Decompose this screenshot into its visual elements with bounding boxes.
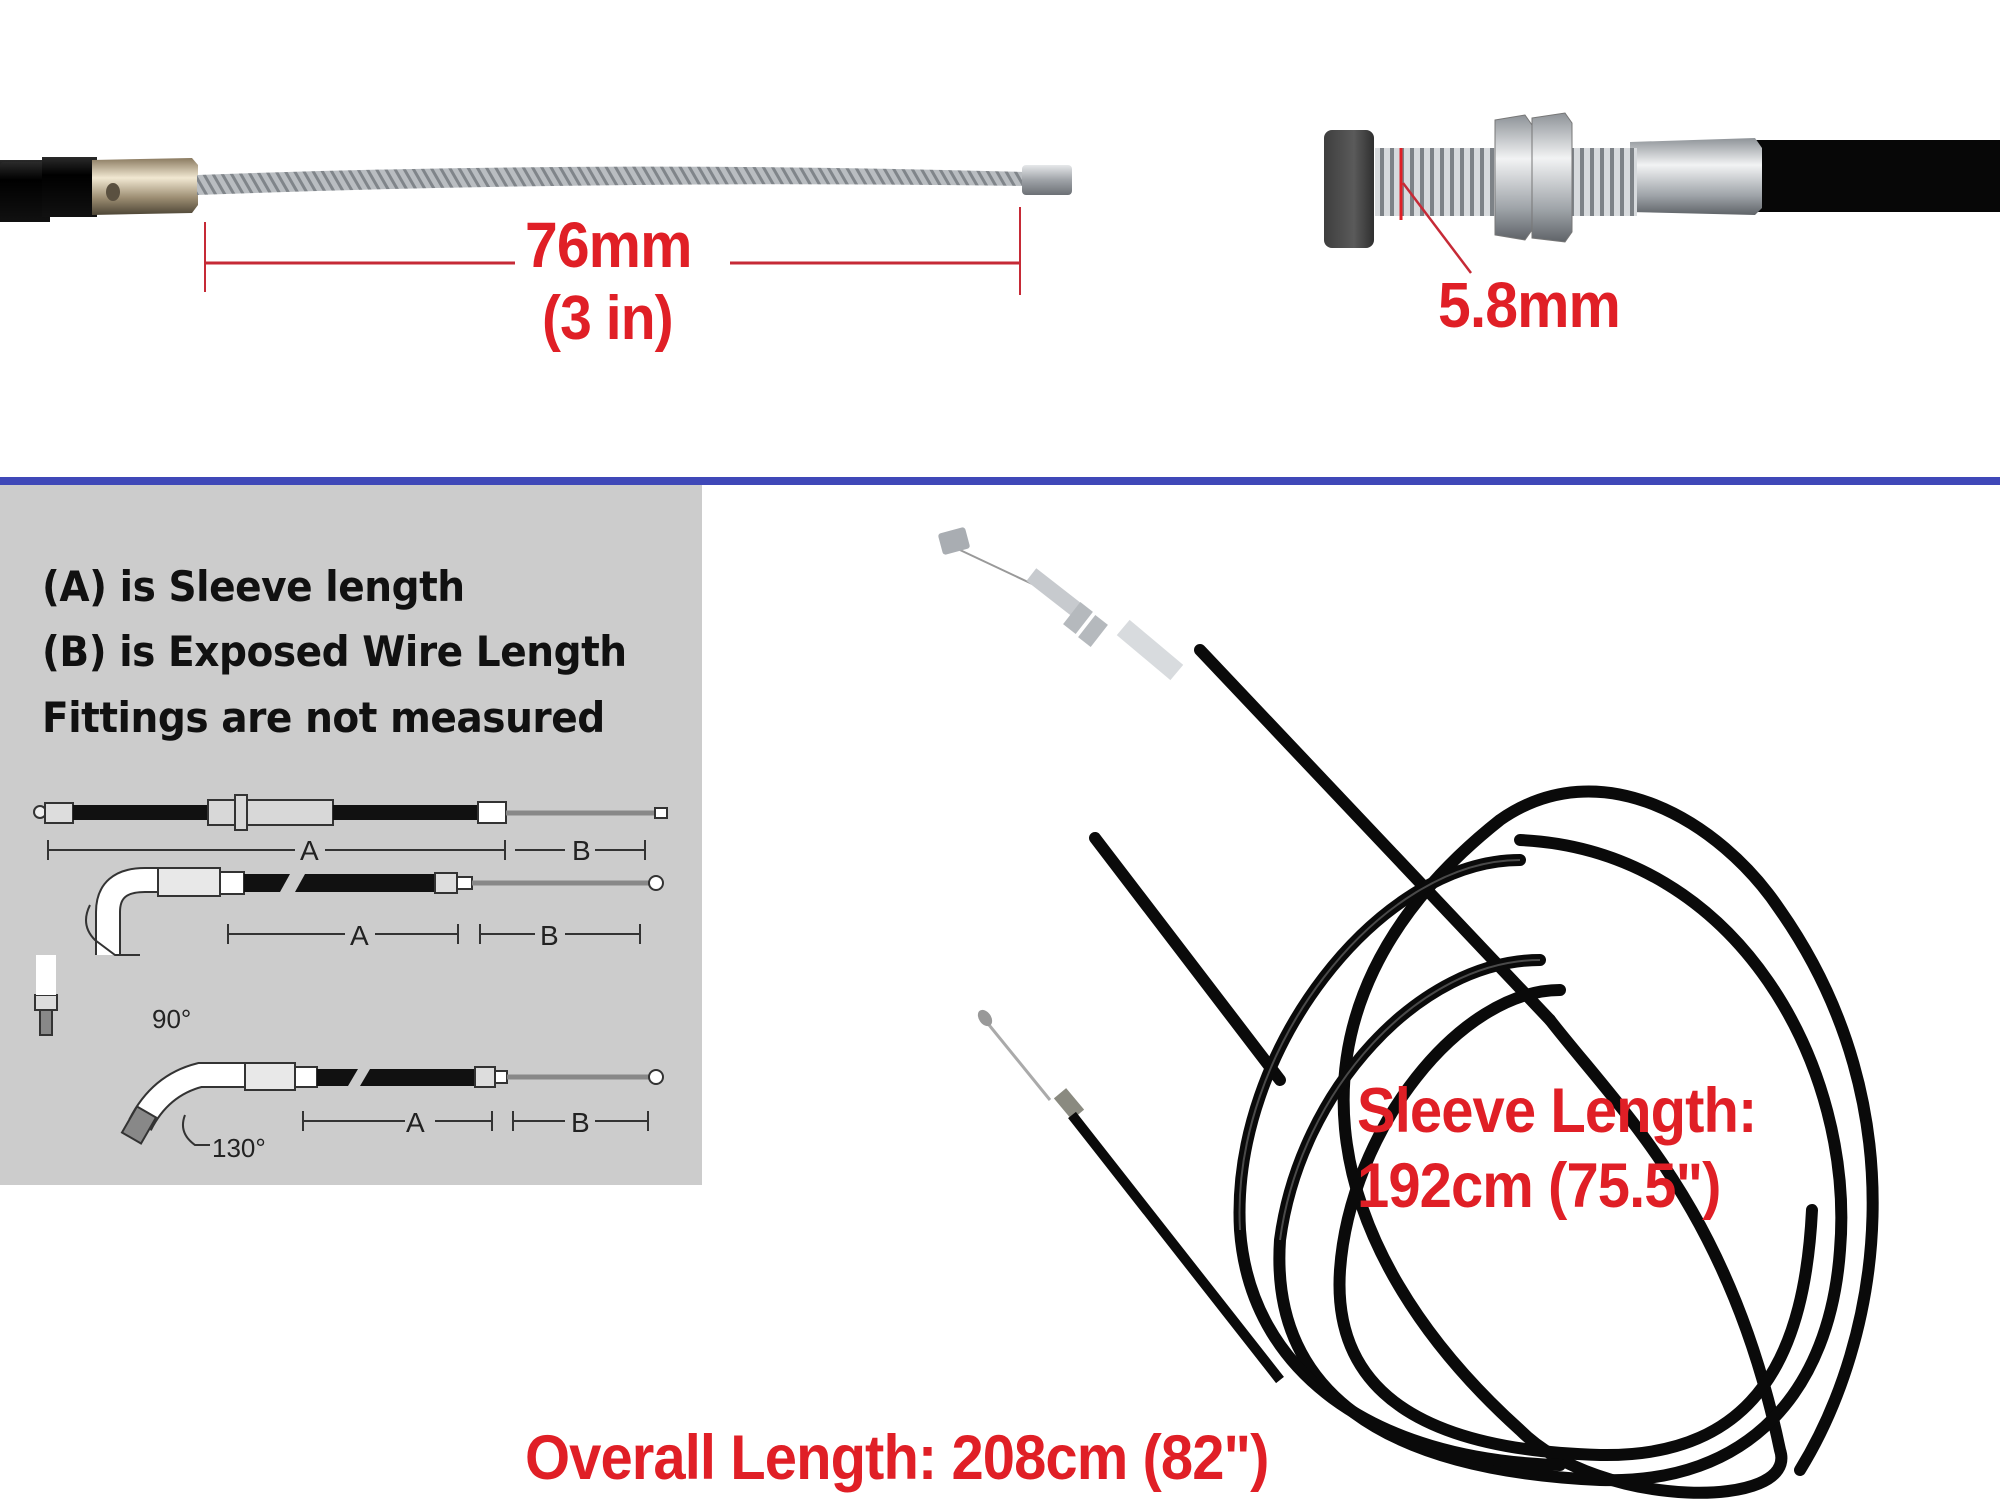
cable-end-illustration — [0, 157, 1072, 295]
thread-diameter-label: 5.8mm — [1438, 269, 1621, 341]
lower-cable-fitting — [977, 1009, 1284, 1384]
adjuster-illustration — [1324, 112, 2000, 274]
upper-cable-fitting — [938, 527, 1184, 681]
diagram2-label-a: A — [350, 920, 369, 951]
legend-line-sleeve: (A) is Sleeve length — [42, 562, 465, 611]
coiled-cable-photo: Sleeve Length: 192cm (75.5") — [900, 490, 2000, 1500]
sleeve-length-value: 192cm (75.5") — [1357, 1151, 1721, 1221]
legend-line-exposed-wire: (B) is Exposed Wire Length — [42, 627, 627, 676]
diagram2-label-b: B — [540, 920, 559, 951]
diagram1-label-b: B — [572, 835, 591, 866]
angle-130-label: 130° — [212, 1133, 266, 1163]
section-divider — [0, 477, 2000, 485]
exposed-wire-length-mm: 76mm — [525, 209, 692, 281]
coiled-cable-illustration — [938, 527, 1879, 1499]
measurement-legend-panel: (A) is Sleeve length (B) is Exposed Wire… — [0, 485, 702, 1185]
sleeve-length-label: Sleeve Length: — [1357, 1076, 1757, 1146]
exposed-wire-photo: 76mm (3 in) — [0, 0, 1100, 470]
threaded-adjuster-photo: 5.8mm — [1300, 80, 2000, 380]
overall-length-label: Overall Length: 208cm (82") — [525, 1423, 1269, 1493]
cable-measurement-diagram: A B 90° A B — [33, 794, 668, 1163]
exposed-wire-length-in: (3 in) — [542, 284, 674, 353]
diagram3-label-a: A — [406, 1107, 425, 1138]
diagram3-label-b: B — [571, 1107, 590, 1138]
diagram1-label-a: A — [300, 835, 319, 866]
angle-90-label: 90° — [152, 1004, 191, 1034]
legend-line-fittings: Fittings are not measured — [42, 693, 605, 742]
